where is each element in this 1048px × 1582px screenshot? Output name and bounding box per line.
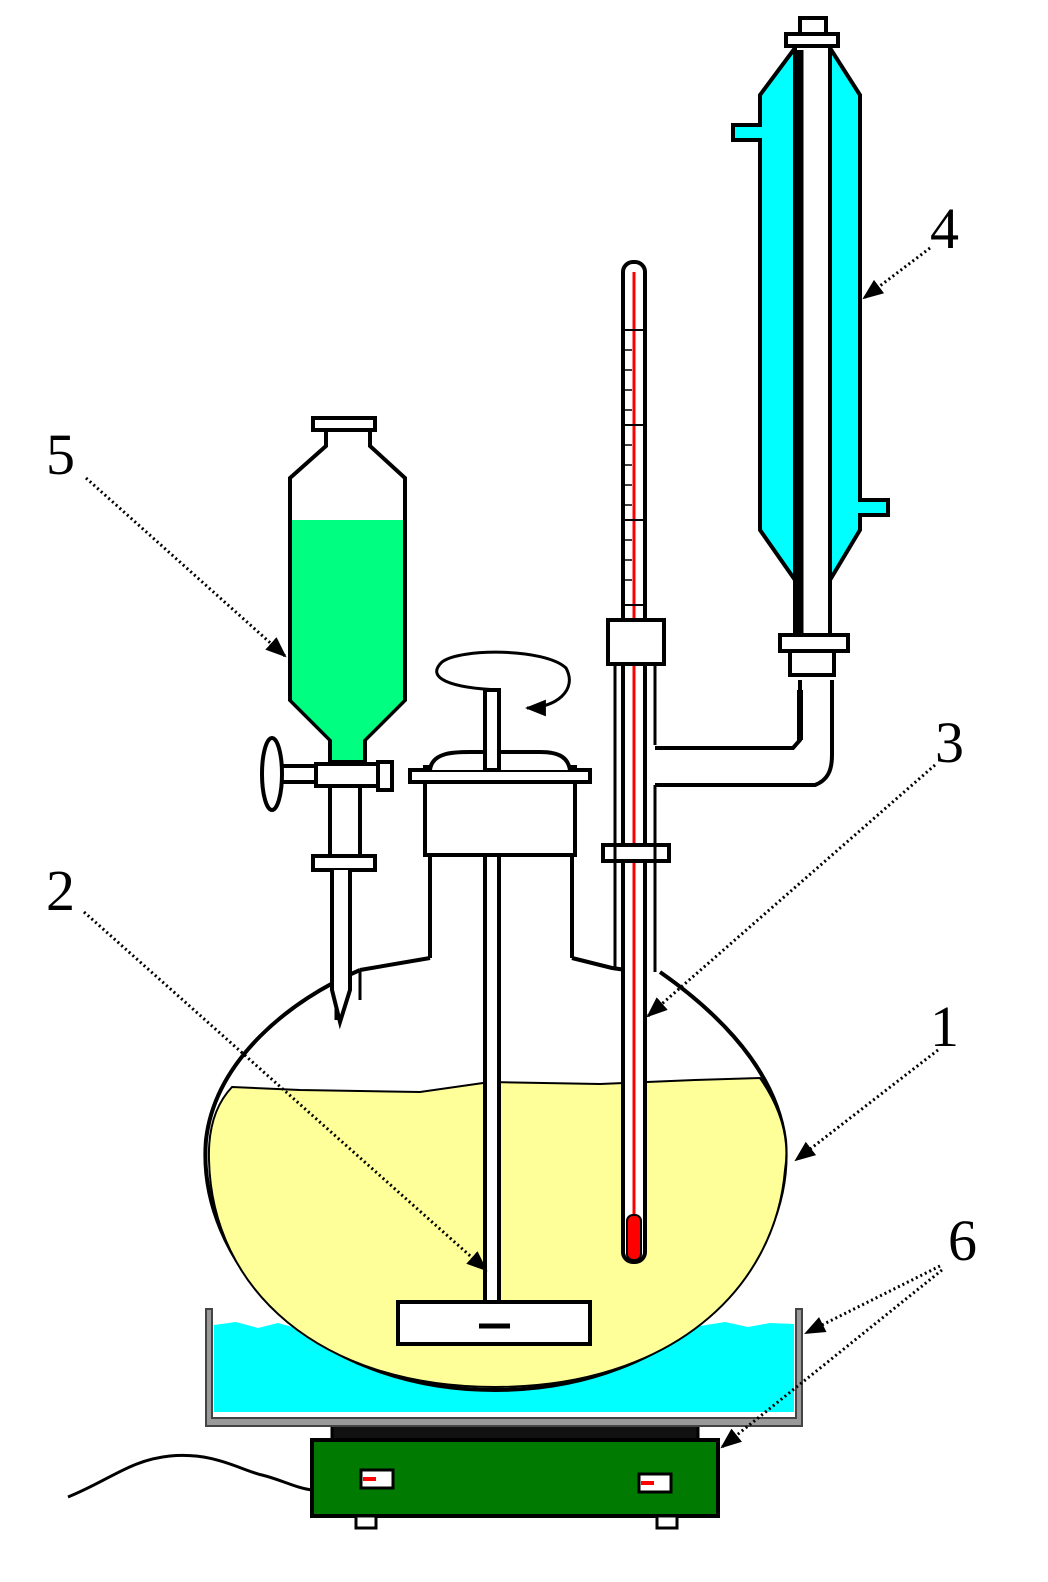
stopcock-knob-icon xyxy=(260,736,284,812)
leader-6b xyxy=(720,1268,943,1449)
label-3: 3 xyxy=(935,710,964,775)
leader-1 xyxy=(794,1048,939,1162)
label-2: 2 xyxy=(46,858,75,923)
label-5: 5 xyxy=(46,422,75,487)
reflux-condenser xyxy=(731,16,890,677)
hot-plate xyxy=(67,1423,720,1530)
dropping-funnel xyxy=(260,416,407,1030)
leader-3 xyxy=(646,763,936,1018)
label-4: 4 xyxy=(930,196,959,261)
rotation-arrow-icon xyxy=(435,650,571,717)
leader-4 xyxy=(862,246,931,300)
leader-5 xyxy=(84,476,287,658)
thermometer xyxy=(601,260,671,1264)
label-6: 6 xyxy=(948,1208,977,1273)
label-1: 1 xyxy=(930,994,959,1059)
condenser-adapter xyxy=(655,680,834,787)
leader-6a xyxy=(804,1264,941,1335)
heater-switch-left-icon xyxy=(359,1468,395,1490)
power-cord xyxy=(67,1453,313,1499)
leader-lines xyxy=(83,246,943,1449)
heater-switch-right-icon xyxy=(637,1472,673,1494)
part-labels: 1 2 3 4 5 6 xyxy=(46,196,977,1273)
stirrer xyxy=(396,650,592,1346)
